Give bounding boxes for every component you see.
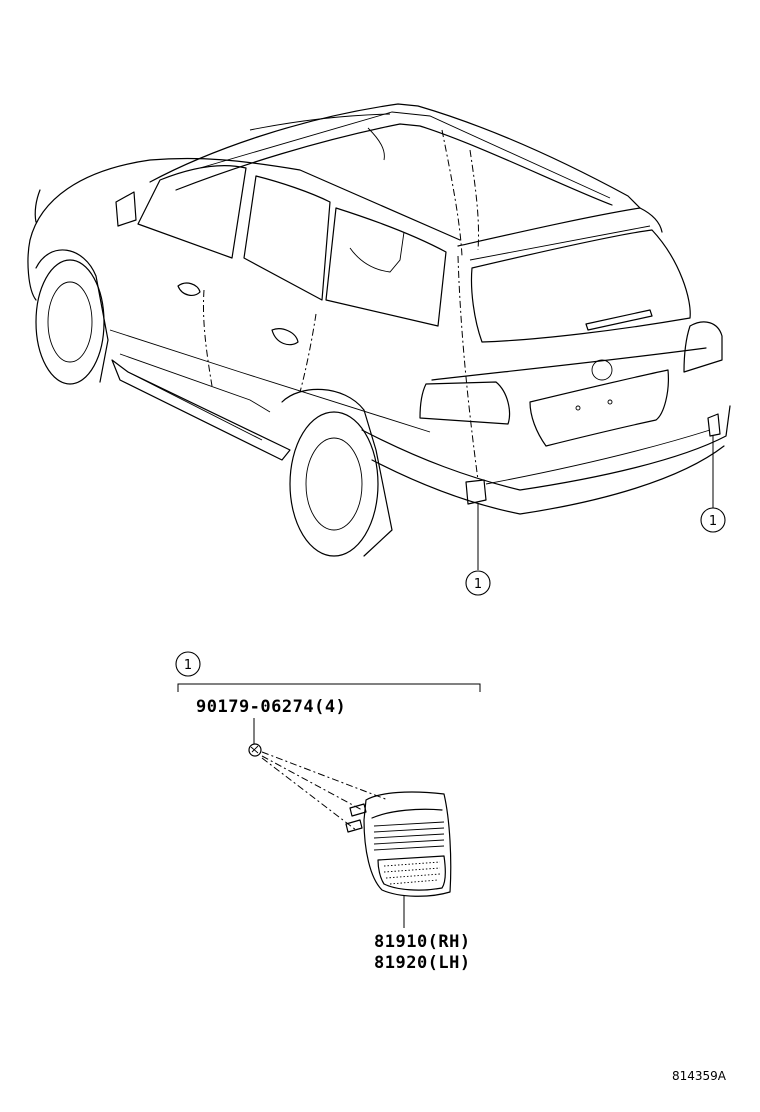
part-number-reflector-lh[interactable]: 81920(LH) [374,953,471,973]
installation-line [261,757,357,831]
callout-number: 1 [474,577,482,592]
figure-id: 814359A [672,1069,727,1083]
rear-reflector-assembly-icon[interactable] [345,791,452,897]
vehicle-illustration [27,103,731,557]
part-number-reflector-rh[interactable]: 81910(RH) [374,932,471,952]
screw-icon[interactable] [248,743,262,757]
part-number-screw[interactable]: 90179-06274(4) [196,697,346,717]
group-bracket [177,683,481,692]
callout-number: 1 [184,658,192,673]
callout-rear-left-reflector[interactable]: 1 [465,504,491,596]
callout-number: 1 [709,514,717,529]
installation-line [261,751,389,801]
callout-rear-right-reflector[interactable]: 1 [700,436,726,533]
installation-line [261,755,363,811]
callout-exploded-group[interactable]: 1 [175,651,201,677]
